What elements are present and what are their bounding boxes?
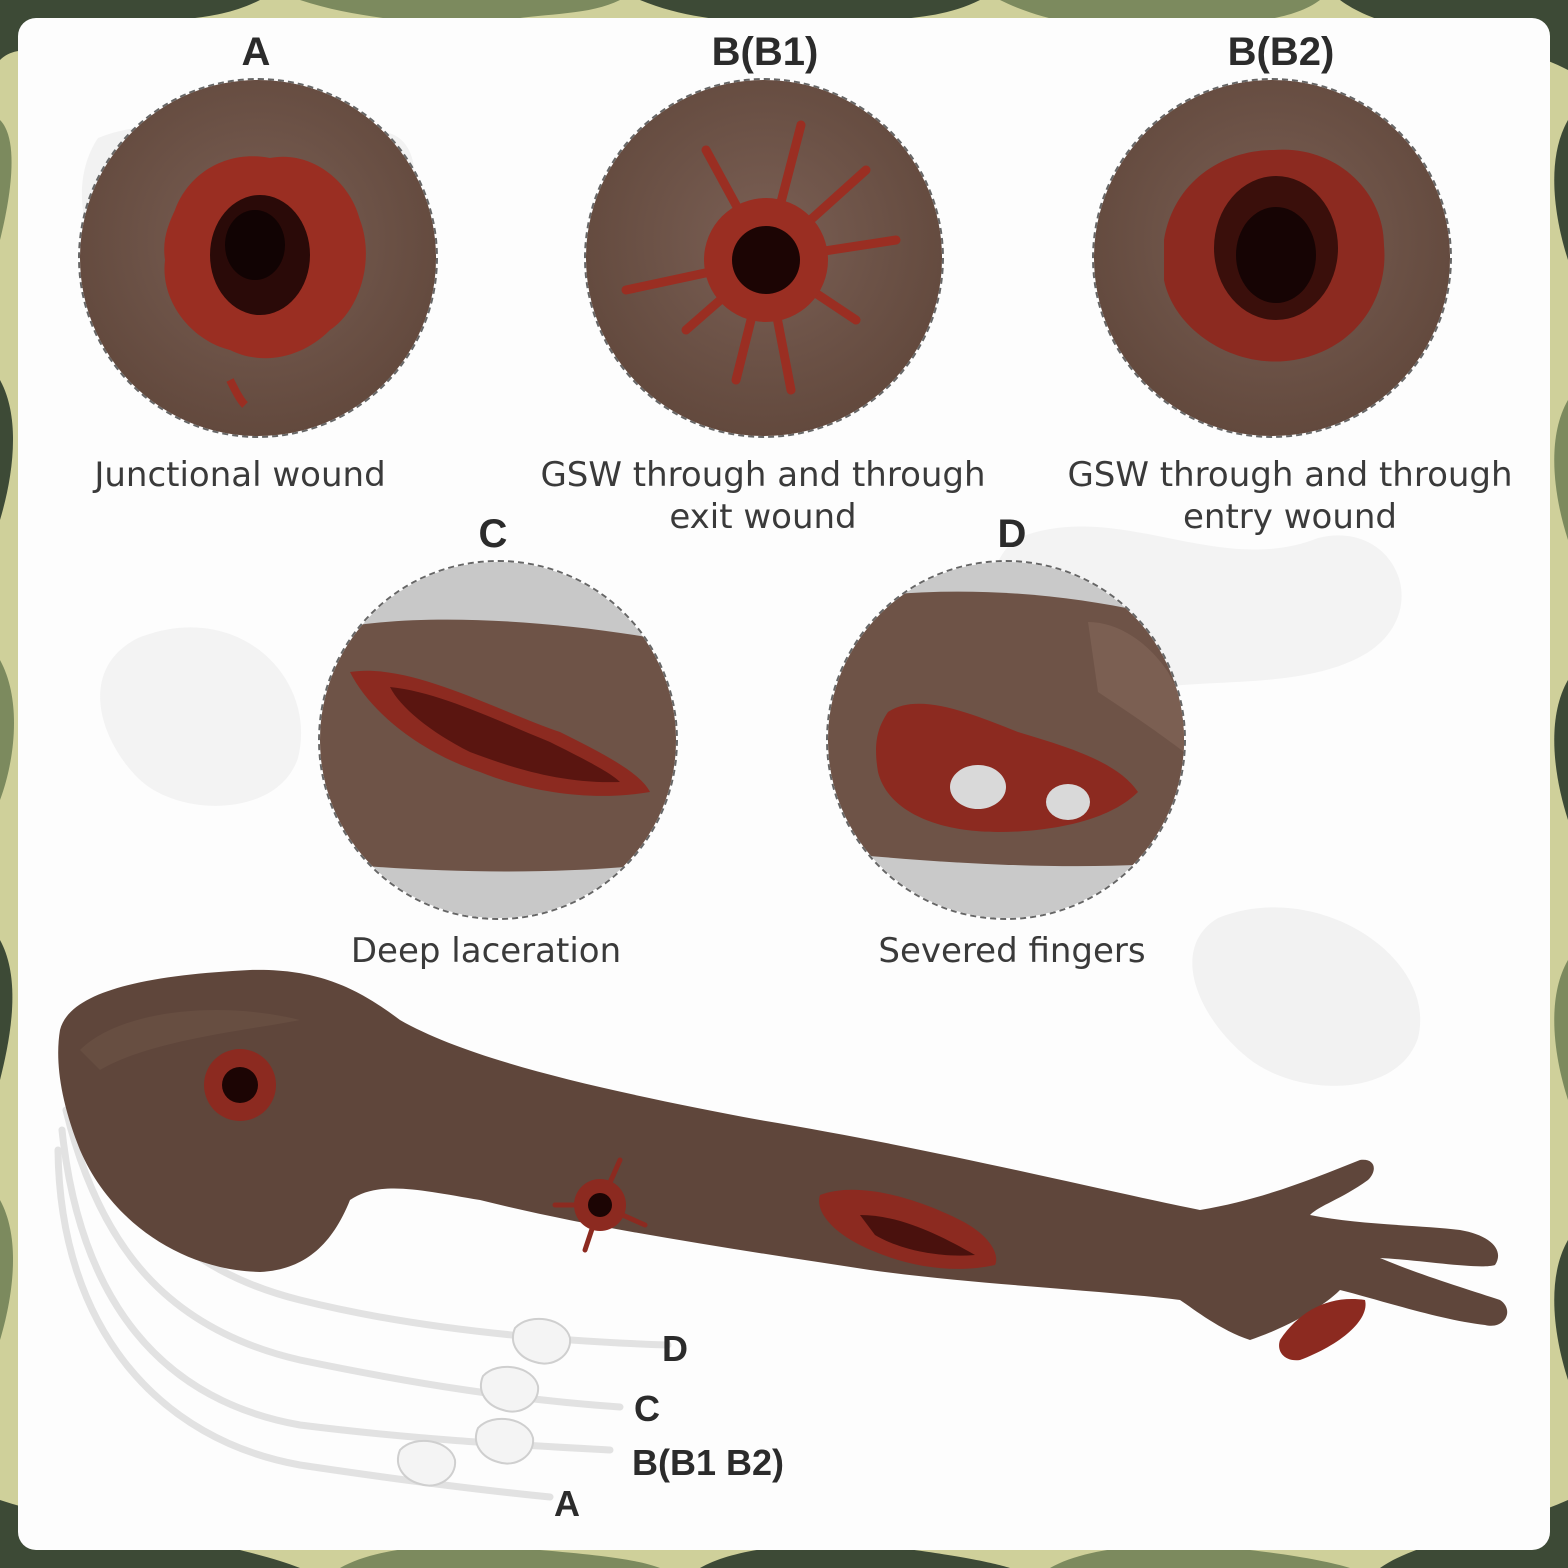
tube-label-c: C	[634, 1388, 660, 1429]
wound-d-image	[826, 560, 1186, 920]
caption-line: GSW through and through	[1067, 455, 1513, 495]
wound-d-caption: Severed fingers	[878, 930, 1145, 972]
wound-a-image	[78, 78, 438, 438]
caption-line: exit wound	[669, 497, 857, 537]
caption-line: Deep laceration	[350, 931, 622, 971]
tube-label-b: B(B1 B2)	[632, 1442, 785, 1483]
wound-a-caption: Junctional wound	[94, 454, 385, 496]
caption-line: GSW through and through	[540, 455, 986, 495]
wound-b2-caption: GSW through and through entry wound	[1067, 454, 1512, 538]
caption-line: Junctional wound	[94, 455, 386, 495]
wound-b2-image	[1092, 78, 1452, 438]
tube-label-a: A	[554, 1483, 580, 1524]
wound-c-image	[318, 560, 678, 920]
wound-c-caption: Deep laceration	[351, 930, 621, 972]
tube-label-d: D	[662, 1328, 688, 1369]
wound-c-letter: C	[478, 512, 508, 556]
caption-line: entry wound	[1183, 497, 1397, 537]
wound-b1-image	[584, 78, 944, 438]
wound-b1-letter: B(B1)	[711, 30, 819, 74]
wound-a-letter: A	[241, 30, 271, 74]
caption-line: Severed fingers	[878, 931, 1146, 971]
wound-b2-letter: B(B2)	[1227, 30, 1335, 74]
wound-d-letter: D	[997, 512, 1027, 556]
wound-b1-caption: GSW through and through exit wound	[540, 454, 985, 538]
